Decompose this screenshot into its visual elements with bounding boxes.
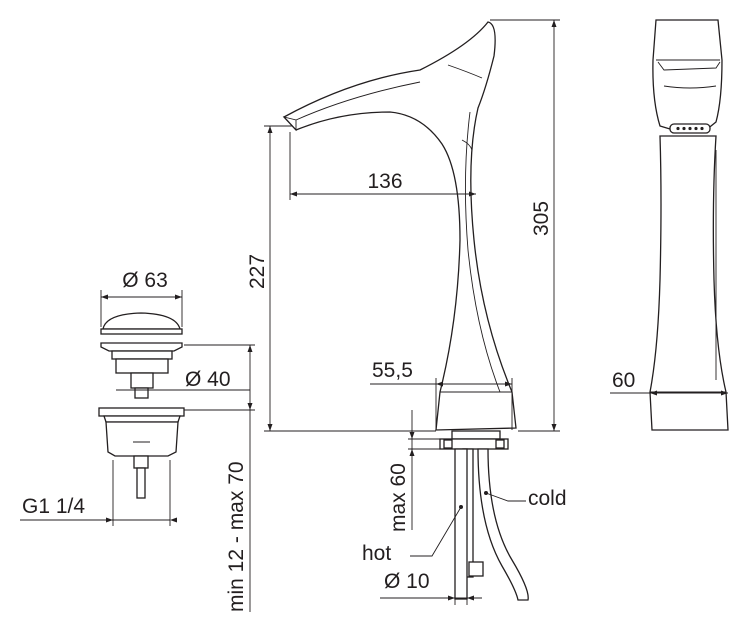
spout-reach-label: 136 xyxy=(367,170,402,193)
overall-height-label: 305 xyxy=(530,201,553,236)
dimension-side-base-width: 60 xyxy=(610,369,728,396)
hose-diameter-label: Ø 10 xyxy=(384,570,430,593)
hot-label: hot xyxy=(362,542,391,565)
side-base-width-label: 60 xyxy=(612,369,635,392)
dimension-waste-thread: G1 1/4 xyxy=(20,460,177,526)
dimension-base-diameter: 55,5 xyxy=(370,359,513,430)
hoses-and-fixing xyxy=(439,430,529,601)
dimension-spout-reach: 136 xyxy=(289,132,476,200)
waste-top-diameter-label: Ø 63 xyxy=(122,269,168,292)
base-diameter-label: 55,5 xyxy=(372,359,413,382)
faucet-front-view xyxy=(649,19,729,431)
deck-thickness-label: min 12 - max 70 xyxy=(225,461,248,612)
dimension-hose-max: max 60 xyxy=(387,410,440,532)
dimension-hose-diameter: Ø 10 xyxy=(380,570,482,605)
hose-callouts: hot cold xyxy=(362,487,567,565)
waste-body-diameter-label: Ø 40 xyxy=(185,368,231,391)
dimension-waste-top-diameter: Ø 63 xyxy=(100,269,183,327)
waste-thread-label: G1 1/4 xyxy=(22,495,85,518)
dimension-deck-thickness: min 12 - max 70 xyxy=(184,344,255,612)
faucet-side-view xyxy=(282,21,517,431)
dimension-overall-height: 305 xyxy=(490,19,560,432)
waste-drain-drawing xyxy=(98,312,185,499)
hose-max-label: max 60 xyxy=(387,463,410,532)
cold-label: cold xyxy=(528,487,567,510)
dimension-spout-height: 227 xyxy=(246,125,436,432)
dimension-waste-body-diameter: Ø 40 xyxy=(116,368,250,391)
spout-height-label: 227 xyxy=(246,254,269,289)
aerator-dots xyxy=(676,126,704,131)
